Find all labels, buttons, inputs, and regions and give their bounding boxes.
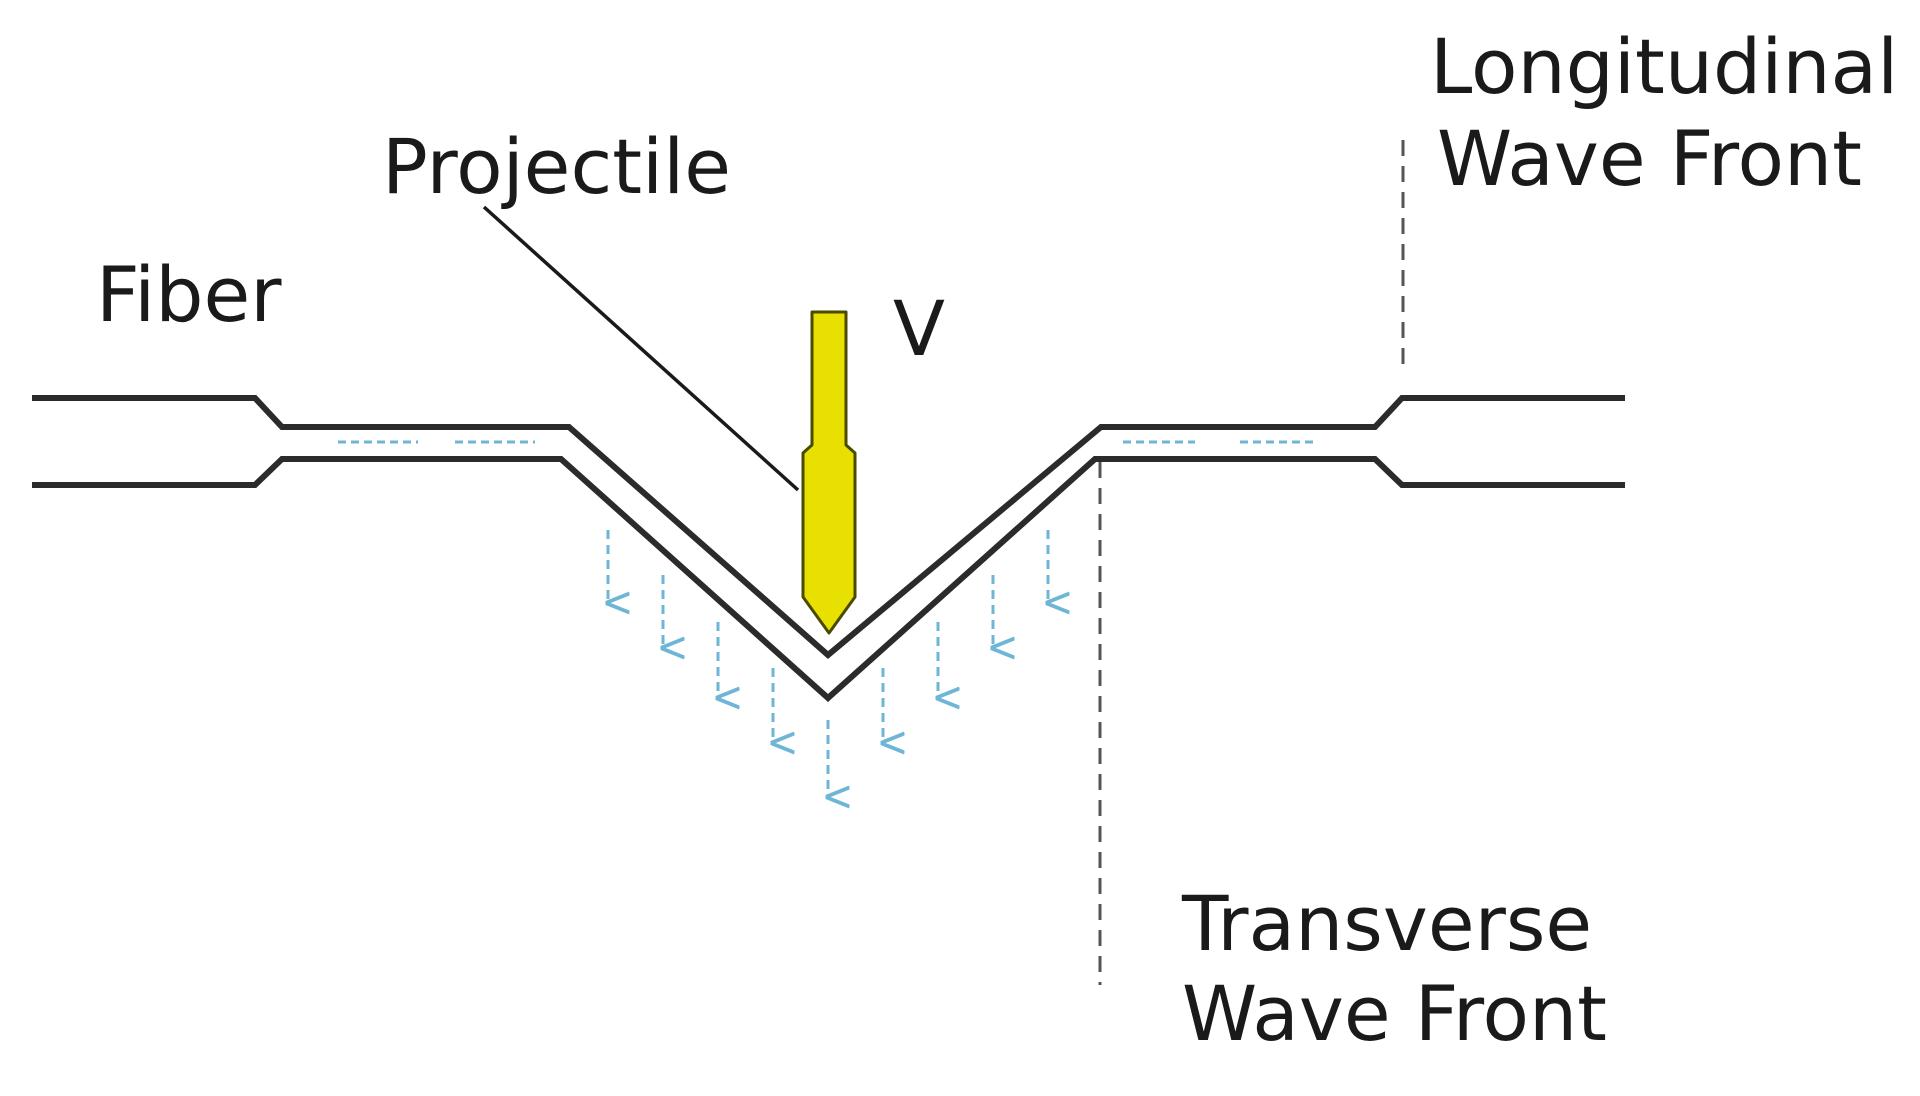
projectile [801,310,857,635]
transverse-wave-arrows [608,530,1048,797]
fiber-label: Fiber [96,250,282,339]
fiber-top-edge [32,395,1625,659]
velocity-label: V [893,284,945,373]
transverse-label-line2: Wave Front [1182,969,1607,1058]
projectile-leader-line [482,205,800,492]
fiber-bottom-edge [32,456,1625,703]
fiber [32,395,1625,703]
transverse-label-line1: Transverse [1181,879,1592,968]
projectile-label: Projectile [382,122,731,211]
longitudinal-label-line2: Wave Front [1437,114,1862,203]
longitudinal-label-line1: Longitudinal [1430,22,1898,111]
